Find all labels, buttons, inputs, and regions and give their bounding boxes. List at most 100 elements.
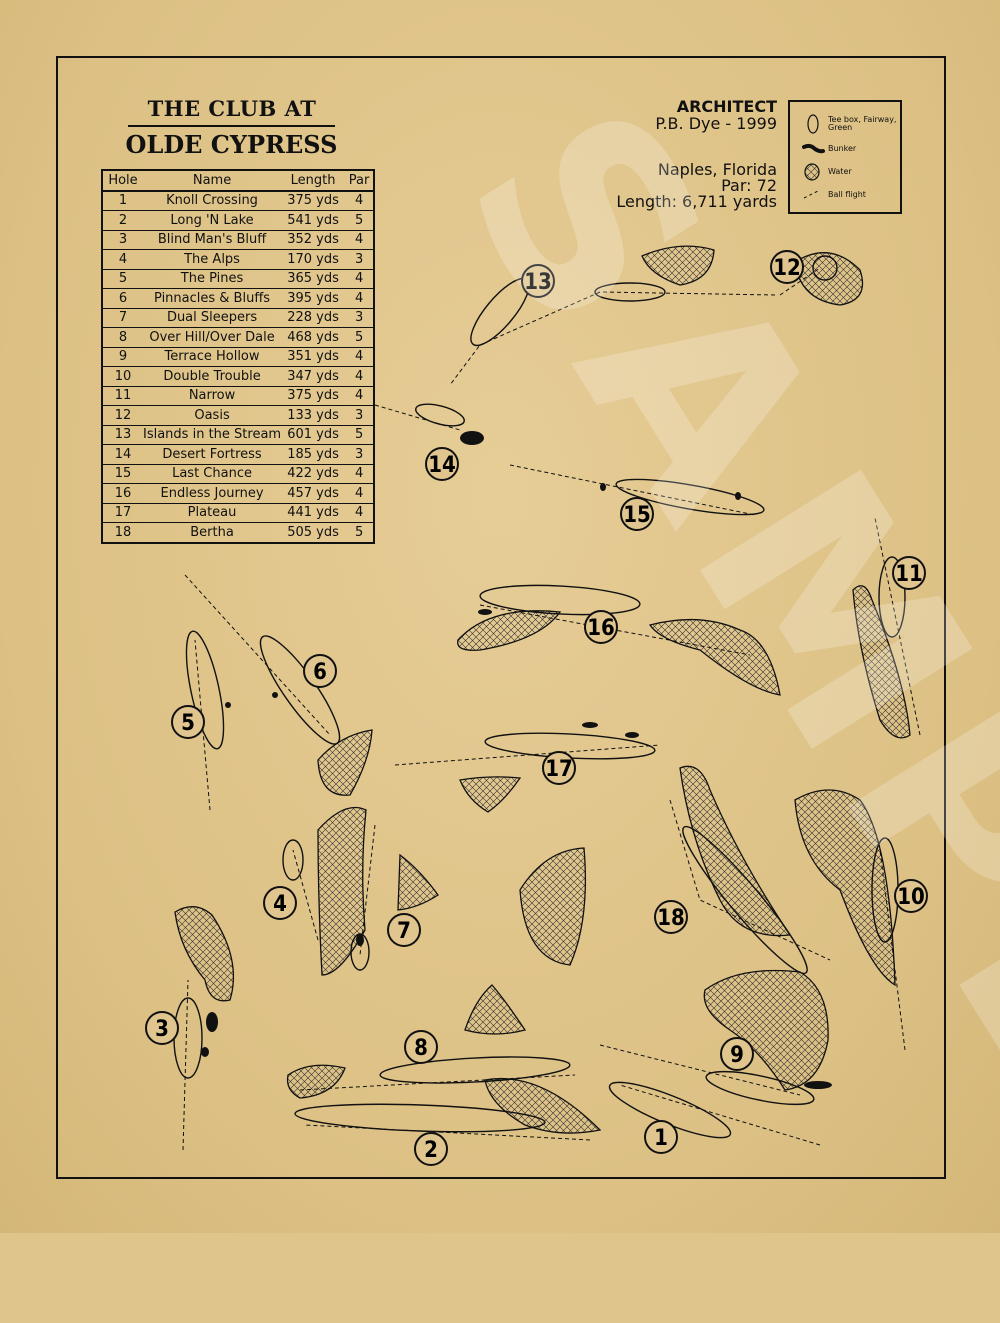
fairway-11 — [878, 556, 906, 638]
row-par: 5 — [345, 522, 375, 543]
row-length: 505 yds — [281, 522, 346, 543]
hole-3-marker[interactable]: 3 — [145, 1011, 179, 1045]
row-hole: 13 — [102, 425, 143, 445]
row-length: 457 yds — [281, 483, 346, 504]
row-length: 468 yds — [281, 327, 346, 348]
hole-18-marker[interactable]: 18 — [654, 900, 688, 934]
fairway-4 — [282, 839, 304, 881]
hole-9-marker[interactable]: 9 — [720, 1037, 754, 1071]
tee-fairway-green-icon — [807, 114, 819, 134]
water-16a — [457, 610, 562, 651]
row-length: 541 yds — [281, 210, 346, 231]
row-par: 4 — [345, 366, 375, 387]
fairways — [173, 255, 906, 1139]
fairway-14 — [415, 403, 465, 427]
row-par: 4 — [345, 347, 375, 367]
row-name: Long 'N Lake — [143, 210, 282, 231]
fairway-5 — [185, 630, 225, 750]
hole-10-marker[interactable]: 10 — [894, 879, 928, 913]
row-par: 4 — [345, 288, 375, 309]
row-name: Knoll Crossing — [143, 190, 282, 211]
fairway-3 — [173, 997, 203, 1079]
ball-flights — [182, 267, 921, 1151]
row-length: 352 yds — [281, 230, 346, 250]
course-info: Naples, Florida Par: 72 Length: 6,711 ya… — [616, 162, 777, 210]
header-length: Length — [281, 170, 346, 192]
fairway-6 — [259, 635, 341, 745]
row-length: 185 yds — [281, 444, 346, 465]
hole-7-marker[interactable]: 7 — [387, 913, 421, 947]
legend-water: Water — [828, 167, 852, 176]
fairway-12 — [812, 255, 838, 281]
header-par: Par — [345, 170, 375, 192]
row-hole: 12 — [102, 405, 143, 426]
row-par: 3 — [345, 308, 375, 328]
fairway-8 — [379, 1056, 571, 1084]
row-hole: 3 — [102, 230, 143, 250]
row-hole: 6 — [102, 288, 143, 309]
water-13 — [641, 245, 715, 286]
bunker-icon — [802, 143, 825, 154]
row-name: Pinnacles & Bluffs — [143, 288, 282, 309]
row-par: 3 — [345, 405, 375, 426]
architect-name: P.B. Dye - 1999 — [655, 114, 777, 133]
row-length: 441 yds — [281, 503, 346, 523]
map-frame — [56, 56, 946, 1179]
row-name: The Pines — [143, 269, 282, 289]
hole-11-marker[interactable]: 11 — [892, 556, 926, 590]
row-name: Endless Journey — [143, 483, 282, 504]
svg-text:6: 6 — [313, 660, 327, 685]
hole-2-marker[interactable]: 2 — [414, 1132, 448, 1166]
hole-12-marker[interactable]: 12 — [770, 250, 804, 284]
hole-8-marker[interactable]: 8 — [404, 1030, 438, 1064]
row-name: Islands in the Stream — [143, 425, 282, 445]
hole-1-marker[interactable]: 1 — [644, 1120, 678, 1154]
svg-text:5: 5 — [181, 711, 195, 736]
water-mid — [519, 847, 586, 966]
fairway-16 — [479, 584, 641, 616]
fairway-9 — [705, 1070, 815, 1106]
hole-17-marker[interactable]: 17 — [542, 751, 576, 785]
water-7 — [397, 853, 439, 911]
legend-ball-flight: Ball flight — [828, 190, 866, 199]
hole-5-marker[interactable]: 5 — [171, 705, 205, 739]
svg-text:18: 18 — [657, 906, 685, 931]
row-hole: 18 — [102, 522, 143, 543]
hole-markers: 1 2 3 4 5 6 7 8 9 10 11 12 13 14 15 16 1… — [145, 250, 928, 1166]
hole-16-marker[interactable]: 16 — [584, 610, 618, 644]
title-line-1: THE CLUB AT — [147, 96, 317, 121]
water-11 — [852, 585, 911, 739]
header-hole: Hole — [102, 170, 143, 192]
hole-13-marker[interactable]: 13 — [521, 264, 555, 298]
legend-icons — [802, 114, 825, 199]
svg-text:13: 13 — [524, 270, 552, 295]
svg-text:8: 8 — [414, 1036, 428, 1061]
hole-6-marker[interactable]: 6 — [303, 654, 337, 688]
row-par: 5 — [345, 425, 375, 445]
svg-text:15: 15 — [623, 503, 651, 528]
hole-4-marker[interactable]: 4 — [263, 886, 297, 920]
title-divider — [128, 125, 335, 127]
row-length: 422 yds — [281, 464, 346, 484]
water-3 — [174, 906, 235, 1002]
row-hole: 11 — [102, 386, 143, 406]
hole-14-marker[interactable]: 14 — [425, 447, 459, 481]
svg-text:16: 16 — [587, 616, 615, 641]
row-par: 4 — [345, 464, 375, 484]
hole-15-marker[interactable]: 15 — [620, 497, 654, 531]
row-hole: 9 — [102, 347, 143, 367]
row-length: 375 yds — [281, 386, 346, 406]
row-name: The Alps — [143, 249, 282, 270]
scorecard-header: Hole Name Length Par — [102, 170, 375, 192]
